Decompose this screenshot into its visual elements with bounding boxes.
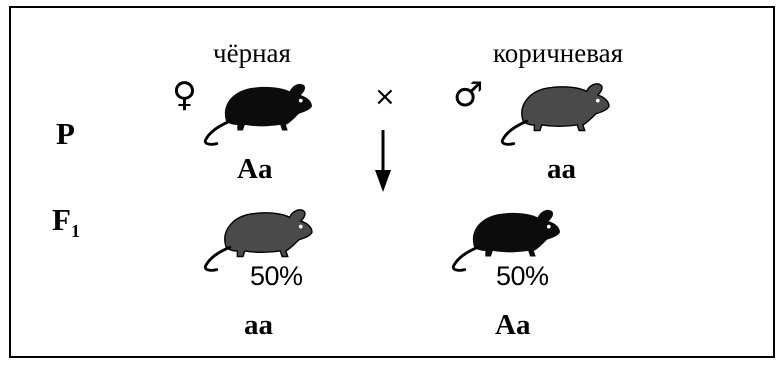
mouse-icon-male-parent bbox=[500, 83, 610, 146]
cross-symbol: × bbox=[374, 82, 396, 112]
mouse-icon-female-parent bbox=[203, 83, 312, 146]
offspring-right-genotype: Aa bbox=[495, 309, 531, 341]
mouse-tail bbox=[451, 245, 480, 272]
mouse-tail bbox=[203, 119, 232, 146]
mouse-eye bbox=[298, 224, 303, 229]
male-genotype: aa bbox=[547, 153, 576, 185]
offspring-left-genotype: aa bbox=[244, 309, 273, 341]
mouse-eye bbox=[298, 98, 303, 103]
mouse-tail bbox=[203, 245, 232, 272]
offspring-left-percent: 50% bbox=[250, 261, 303, 291]
mouse-body bbox=[521, 83, 610, 132]
female-genotype: Aa bbox=[237, 153, 273, 185]
mouse-eye bbox=[595, 98, 600, 103]
mouse-body bbox=[224, 83, 312, 131]
female-phenotype-label: чёрная bbox=[213, 38, 291, 68]
female-symbol-icon: ♀ bbox=[172, 75, 197, 115]
mouse-body bbox=[224, 209, 313, 258]
male-symbol-icon: ♂ bbox=[453, 75, 484, 115]
mouse-icon-offspring-right bbox=[451, 209, 560, 272]
mouse-icon-offspring-left bbox=[203, 209, 313, 272]
offspring-generation-label: F1 bbox=[52, 202, 80, 242]
diagram-frame bbox=[9, 6, 775, 358]
offspring-right-percent: 50% bbox=[496, 261, 549, 291]
offspring-generation-subscript: 1 bbox=[70, 221, 80, 242]
male-phenotype-label: коричневая bbox=[493, 38, 624, 68]
mouse-tail bbox=[500, 119, 529, 146]
down-arrow-icon bbox=[375, 130, 391, 192]
parent-generation-label: P bbox=[56, 116, 75, 151]
mouse-eye bbox=[546, 224, 551, 229]
mouse-body bbox=[472, 209, 560, 257]
